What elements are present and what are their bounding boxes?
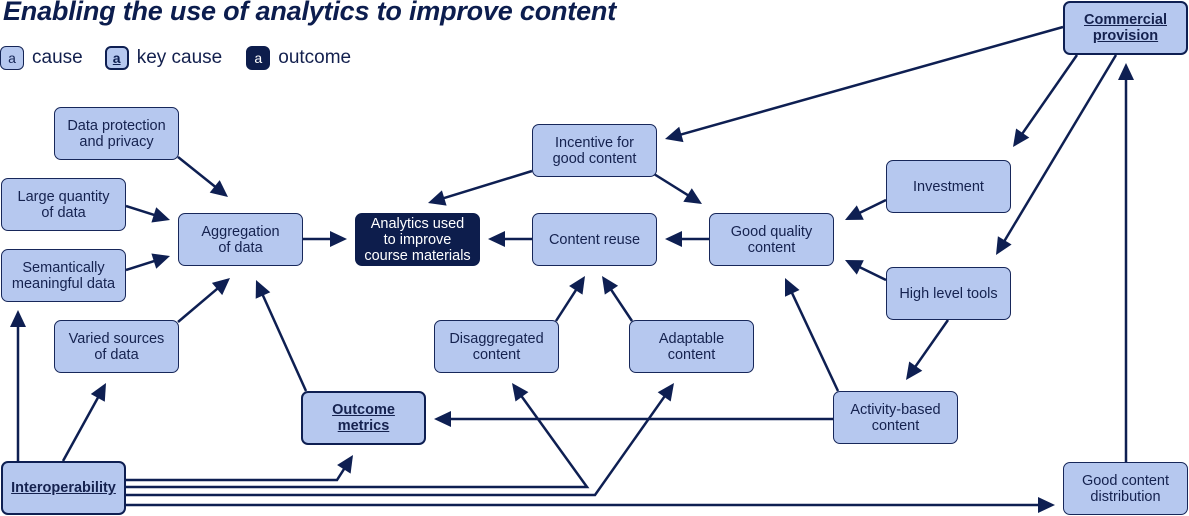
arrowhead-icon bbox=[996, 236, 1012, 255]
edge-adaptable-to-content-reuse bbox=[606, 283, 634, 322]
arrowhead-icon bbox=[90, 383, 106, 402]
arrowhead-icon bbox=[337, 455, 353, 474]
edge-interoperability-to-disaggregated bbox=[126, 390, 590, 489]
edge-activity-based-to-good-quality bbox=[788, 286, 840, 392]
node-semantically-meaningful-data[interactable]: Semantically meaningful data bbox=[1, 249, 126, 302]
legend-swatch-cause: a bbox=[0, 46, 24, 70]
legend-swatch-key-cause: a bbox=[104, 46, 129, 70]
arrowhead-icon bbox=[906, 361, 923, 380]
arrowhead-icon bbox=[209, 180, 228, 197]
arrowhead-icon bbox=[569, 276, 585, 295]
arrowhead-icon bbox=[1118, 63, 1134, 80]
arrowhead-icon bbox=[151, 253, 170, 269]
diagram-title: Enabling the use of analytics to improve… bbox=[3, 0, 616, 26]
legend-label-key-cause: key cause bbox=[136, 47, 223, 68]
edge-high-level-tools-to-activity-based bbox=[910, 319, 950, 373]
node-good-quality-content[interactable]: Good quality content bbox=[709, 213, 834, 266]
edge-interoperability-to-outcome-metrics bbox=[126, 462, 349, 482]
node-incentive-for-good-content[interactable]: Incentive for good content bbox=[532, 124, 657, 177]
node-content-reuse[interactable]: Content reuse bbox=[532, 213, 657, 266]
edge-interoperability-to-adaptable bbox=[126, 390, 670, 497]
arrowhead-icon bbox=[488, 231, 505, 247]
legend-item-key-cause: a key cause bbox=[104, 46, 223, 70]
arrowhead-icon bbox=[785, 278, 800, 297]
node-commercial-provision[interactable]: Commercial provision bbox=[1063, 1, 1188, 55]
edge-disaggregated-to-content-reuse bbox=[554, 283, 581, 322]
legend-swatch-outcome: a bbox=[246, 46, 271, 70]
arrowhead-icon bbox=[255, 280, 271, 299]
edge-outcome-metrics-to-aggregation bbox=[258, 288, 308, 392]
node-interoperability[interactable]: Interoperability bbox=[1, 461, 126, 515]
arrowhead-icon bbox=[665, 126, 684, 143]
arrowhead-icon bbox=[657, 383, 674, 402]
edge-data-protection-to-aggregation bbox=[177, 156, 221, 192]
node-investment[interactable]: Investment bbox=[886, 160, 1011, 213]
edge-commercial-to-incentive bbox=[674, 25, 1064, 138]
arrowhead-icon bbox=[10, 310, 26, 327]
node-disaggregated-content[interactable]: Disaggregated content bbox=[434, 320, 559, 373]
edge-commercial-to-investment bbox=[1017, 54, 1079, 140]
node-varied-sources-of-data[interactable]: Varied sources of data bbox=[54, 320, 179, 373]
legend: a cause a key cause a outcome bbox=[0, 45, 373, 71]
arrowhead-icon bbox=[1038, 497, 1055, 513]
arrowhead-icon bbox=[211, 278, 230, 296]
arrowhead-icon bbox=[602, 276, 619, 295]
arrowhead-icon bbox=[330, 231, 347, 247]
legend-label-outcome: outcome bbox=[278, 47, 352, 68]
edge-commercial-to-high-level-tools bbox=[1000, 54, 1118, 248]
edge-interoperability-to-varied-sources bbox=[61, 391, 103, 462]
edge-incentive-to-good-quality bbox=[653, 172, 695, 200]
legend-item-outcome: a outcome bbox=[244, 46, 351, 70]
arrowhead-icon bbox=[665, 231, 682, 247]
legend-label-cause: cause bbox=[32, 47, 83, 68]
node-data-protection-and-privacy[interactable]: Data protection and privacy bbox=[54, 107, 179, 160]
node-outcome-metrics[interactable]: Outcome metrics bbox=[301, 391, 426, 445]
node-adaptable-content[interactable]: Adaptable content bbox=[629, 320, 754, 373]
legend-item-cause: a cause bbox=[0, 46, 83, 70]
node-good-content-distribution[interactable]: Good content distribution bbox=[1063, 462, 1188, 515]
arrowhead-icon bbox=[845, 260, 864, 275]
arrowhead-icon bbox=[151, 207, 170, 223]
node-aggregation-of-data[interactable]: Aggregation of data bbox=[178, 213, 303, 266]
arrowhead-icon bbox=[512, 383, 529, 402]
arrowhead-icon bbox=[428, 190, 447, 206]
arrowhead-icon bbox=[434, 411, 451, 427]
node-large-quantity-of-data[interactable]: Large quantity of data bbox=[1, 178, 126, 231]
node-high-level-tools[interactable]: High level tools bbox=[886, 267, 1011, 320]
arrowhead-icon bbox=[1013, 128, 1030, 147]
edge-varied-sources-to-aggregation bbox=[177, 283, 224, 323]
node-analytics-used-to-improve-course-materials[interactable]: Analytics used to improve course materia… bbox=[355, 213, 480, 266]
arrowhead-icon bbox=[683, 188, 702, 204]
edge-incentive-to-analytics bbox=[437, 169, 533, 202]
arrowhead-icon bbox=[845, 205, 864, 220]
node-activity-based-content[interactable]: Activity-based content bbox=[833, 391, 958, 444]
